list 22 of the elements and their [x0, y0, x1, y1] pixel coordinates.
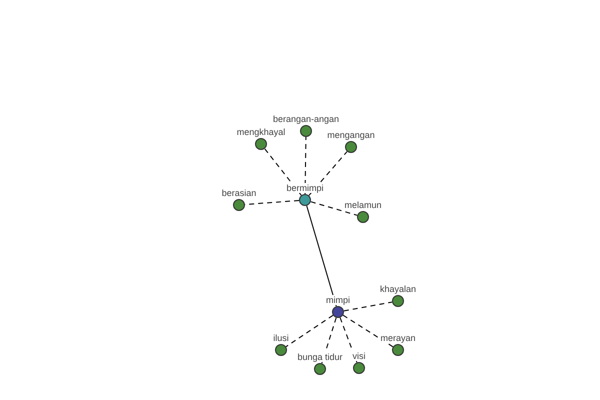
node-label: bermimpi	[286, 183, 324, 193]
node-label: visi	[352, 351, 366, 361]
node-label: bunga tidur	[296, 352, 344, 362]
dashed-line	[310, 201, 358, 216]
node-label: berasian	[220, 188, 258, 198]
dashed-line	[340, 317, 358, 363]
dashed-line	[308, 151, 348, 196]
dashed-line	[264, 148, 302, 196]
node-label: berangan-angan	[272, 114, 340, 124]
node-label: merayan	[380, 333, 416, 343]
dashed-line	[342, 314, 394, 348]
node-label: khayalan	[378, 284, 418, 294]
node-label: mengangan	[326, 130, 376, 140]
node-label: melamun	[344, 200, 382, 210]
dashed-line	[286, 314, 334, 348]
dashed-line	[343, 302, 393, 312]
node-label: ilusi	[272, 333, 290, 343]
dashed-line	[321, 317, 337, 364]
node-label: mengkhayal	[236, 127, 286, 137]
connector-line	[306, 205, 337, 307]
dashed-line	[304, 136, 306, 194]
node-label: mimpi	[325, 295, 351, 305]
